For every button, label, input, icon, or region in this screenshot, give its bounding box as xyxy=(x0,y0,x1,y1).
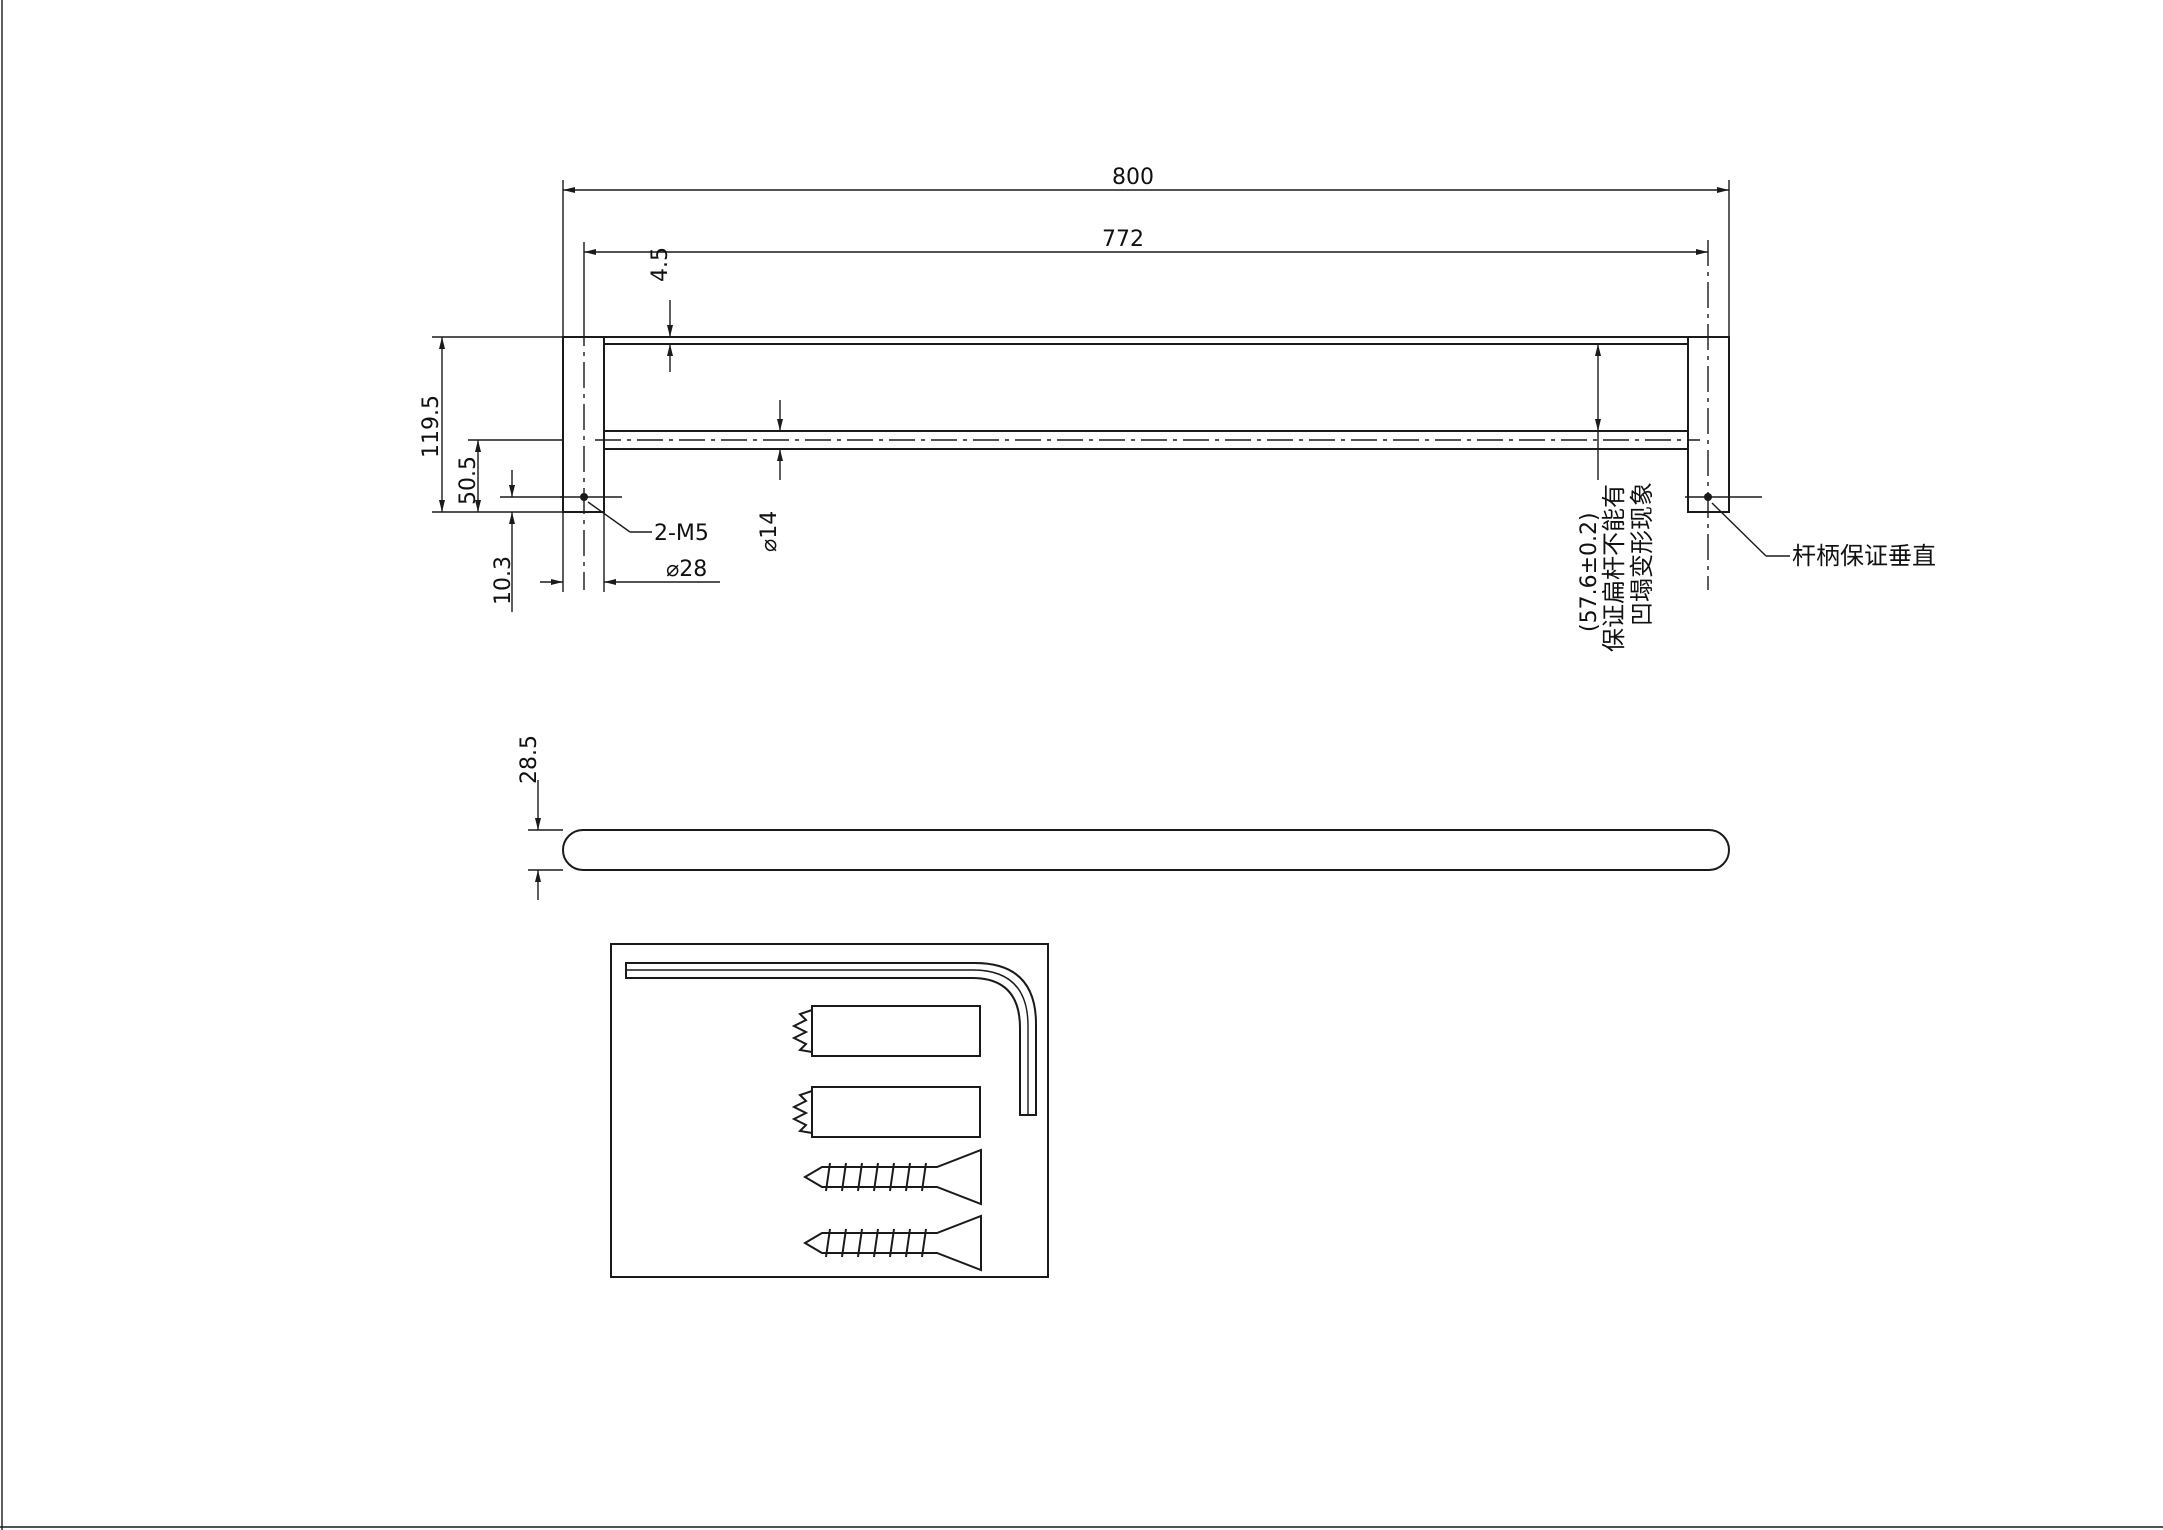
dim-772-label: 772 xyxy=(1102,227,1144,252)
wall-anchor-icon xyxy=(791,1086,981,1138)
allen-key-icon xyxy=(625,962,1037,1116)
wood-screw-icon xyxy=(803,1148,982,1206)
dim-rod-diameter-label: ⌀14 xyxy=(757,511,782,552)
screw-holes-callout: 2-M5 xyxy=(654,521,709,546)
callouts: 2-M5 杆柄保证垂直 保证扁杆不能有 凹塌变形现象 xyxy=(587,482,1936,652)
rod-deformation-note-line2: 凹塌变形现象 xyxy=(1628,482,1656,626)
dimensions: 800 772 4.5 119.5 50.5 10.3 ⌀14 ⌀28 xyxy=(419,165,1730,632)
dim-10-3-label: 10.3 xyxy=(491,556,516,605)
wood-screw-icon xyxy=(803,1214,982,1272)
dim-base-diameter-label: ⌀28 xyxy=(666,557,707,582)
dim-119-5-label: 119.5 xyxy=(419,395,444,458)
dim-50-5-label: 50.5 xyxy=(456,456,481,505)
dim-side-depth-label: 28.5 xyxy=(517,735,542,784)
handle-vertical-note: 杆柄保证垂直 xyxy=(1792,542,1936,570)
dim-rod-depth-label: (57.6±0.2) xyxy=(1577,512,1602,632)
side-view: 28.5 xyxy=(517,735,1730,900)
front-view xyxy=(560,240,1762,590)
side-view-bar xyxy=(562,829,1730,871)
dim-4-5-label: 4.5 xyxy=(648,247,673,282)
accessories-box xyxy=(610,943,1049,1278)
accessories-frame xyxy=(610,943,1049,1278)
wall-anchor-icon xyxy=(791,1005,981,1057)
rod-deformation-note-line1: 保证扁杆不能有 xyxy=(1600,484,1628,652)
dim-800-label: 800 xyxy=(1112,165,1154,190)
